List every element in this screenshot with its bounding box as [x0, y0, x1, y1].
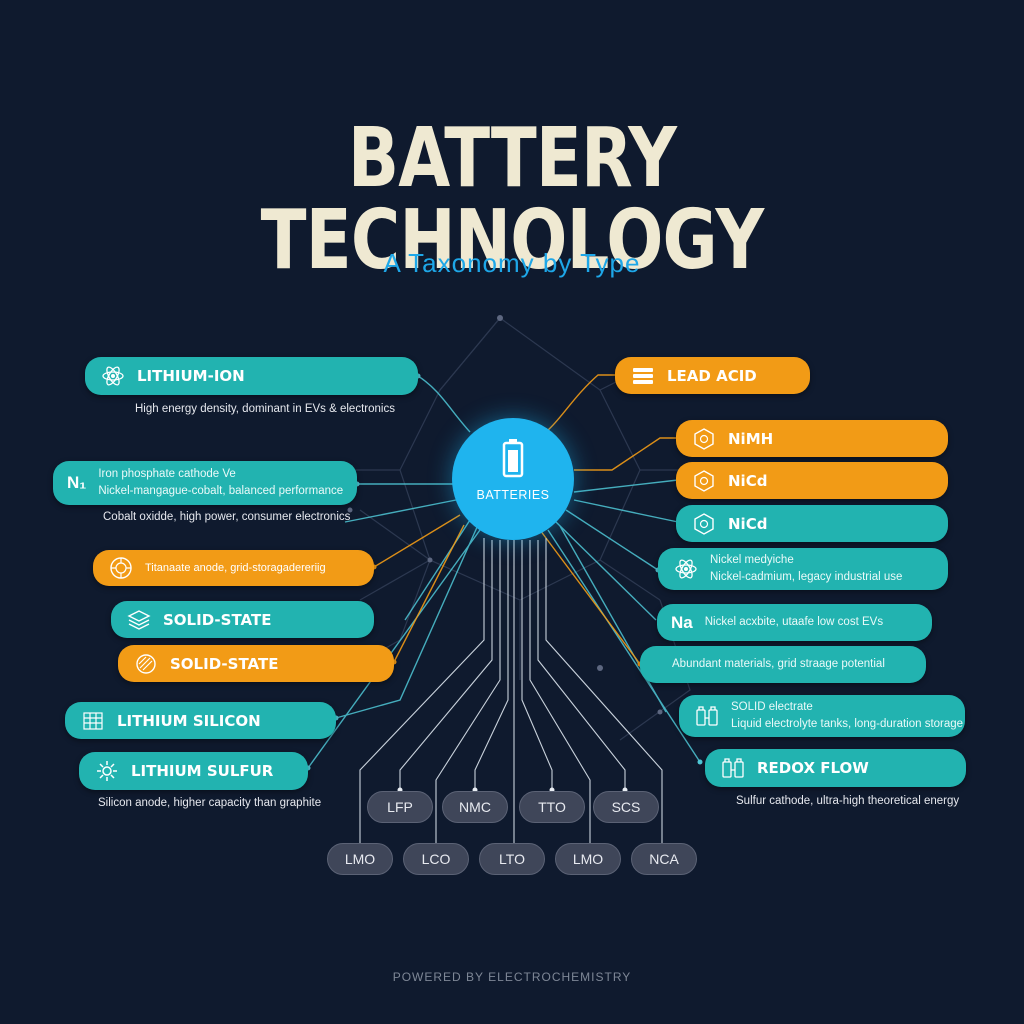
chip-lmo-2[interactable]: LMO	[555, 843, 621, 875]
chip-lto[interactable]: LTO	[479, 843, 545, 875]
chip-tto[interactable]: TTO	[519, 791, 585, 823]
tanks-icon	[693, 705, 721, 727]
node-lead-acid[interactable]: LEAD ACID	[615, 357, 810, 394]
node-badge: Na	[671, 612, 693, 632]
hub-node[interactable]: BATTERIES	[452, 418, 574, 540]
hub-label: BATTERIES	[476, 488, 550, 502]
node-label: NiCd	[728, 471, 768, 490]
gear-icon	[93, 760, 121, 782]
atom-icon	[99, 365, 127, 387]
node-nicd[interactable]: NiCd	[676, 462, 948, 499]
node-label-line: Iron phosphate cathode Ve	[98, 468, 236, 480]
node-label: LITHIUM-ION	[137, 367, 245, 385]
node-lithium-sulfur[interactable]: LITHIUM SULFUR	[79, 752, 308, 790]
chip-scs[interactable]: SCS	[593, 791, 659, 823]
node-abundant[interactable]: Abundant materials, grid straage potenti…	[640, 646, 926, 683]
chip-nmc[interactable]: NMC	[442, 791, 508, 823]
grid-icon	[79, 710, 107, 732]
node-note: High energy density, dominant in EVs & e…	[135, 403, 395, 415]
node-label: NiMH	[728, 429, 774, 448]
node-nimh[interactable]: NiMH	[676, 420, 948, 457]
node-badge: N₁	[67, 473, 87, 492]
node-label: NiCd	[728, 514, 768, 533]
chip-nca[interactable]: NCA	[631, 843, 697, 875]
pattern-icon	[132, 653, 160, 675]
node-label-line: Liquid electrolyte tanks, long-duration …	[731, 718, 964, 730]
atom-icon	[672, 558, 700, 580]
node-note: Sulfur cathode, ultra-high theoretical e…	[736, 795, 960, 807]
page-subtitle: A Taxonomy by Type	[383, 248, 641, 278]
node-solid-electrolyte[interactable]: SOLID electrate Liquid electrolyte tanks…	[679, 695, 965, 737]
hex-icon	[690, 469, 718, 492]
page-title: BATTERY TECHNOLOGY	[260, 111, 764, 288]
node-solid-state-alt[interactable]: SOLID-STATE	[118, 645, 394, 682]
node-label-line: SOLID electrate	[731, 701, 813, 713]
node-label: SOLID-STATE	[170, 654, 279, 673]
footer-text: POWERED BY ELECTROCHEMISTRY	[392, 970, 632, 984]
stack-icon	[629, 365, 657, 387]
node-solid-state[interactable]: SOLID-STATE	[111, 601, 374, 638]
node-label-line: Nickel-cadmium, legacy industrial use	[710, 571, 903, 583]
chip-lco[interactable]: LCO	[403, 843, 469, 875]
node-note: Cobalt oxidde, high power, consumer elec…	[103, 511, 351, 523]
node-label-line: Nickel-mangague-cobalt, balanced perform…	[98, 485, 344, 497]
cell-icon	[107, 557, 135, 579]
node-label: LEAD ACID	[667, 366, 757, 385]
hex-icon	[690, 512, 718, 535]
node-label: Nickel acxbite, utaafe low cost EVs	[704, 616, 884, 628]
chip-lfp[interactable]: LFP	[367, 791, 433, 823]
node-label: SOLID-STATE	[163, 610, 272, 629]
node-nicd-alt[interactable]: NiCd	[676, 505, 948, 542]
node-label: LITHIUM SULFUR	[131, 762, 274, 780]
chip-lmo[interactable]: LMO	[327, 843, 393, 875]
node-label: REDOX FLOW	[757, 759, 869, 777]
node-label: LITHIUM SILICON	[117, 711, 261, 730]
tanks-icon	[719, 757, 747, 779]
node-label: Abundant materials, grid straage potenti…	[672, 658, 885, 670]
node-lithium-silicon[interactable]: LITHIUM SILICON	[65, 702, 336, 739]
node-note: Silicon anode, higher capacity than grap…	[98, 797, 322, 809]
hex-icon	[690, 427, 718, 450]
node-titanate[interactable]: Titanaate anode, grid-storagadereriig	[93, 550, 374, 586]
node-lithium-variants[interactable]: N₁ Iron phosphate cathode Ve Nickel-mang…	[53, 461, 357, 505]
node-nickel-cadmium[interactable]: Nickel medyiche Nickel-cadmium, legacy i…	[658, 548, 948, 590]
node-redox-flow[interactable]: REDOX FLOW	[705, 749, 966, 787]
node-lithium-ion[interactable]: LITHIUM-ION	[85, 357, 418, 395]
node-sodium[interactable]: Na Nickel acxbite, utaafe low cost EVs	[657, 604, 932, 641]
node-label: Titanaate anode, grid-storagadereriig	[145, 561, 326, 574]
layers-icon	[125, 609, 153, 631]
node-label-line: Nickel medyiche	[710, 554, 794, 566]
battery-icon	[502, 439, 524, 478]
